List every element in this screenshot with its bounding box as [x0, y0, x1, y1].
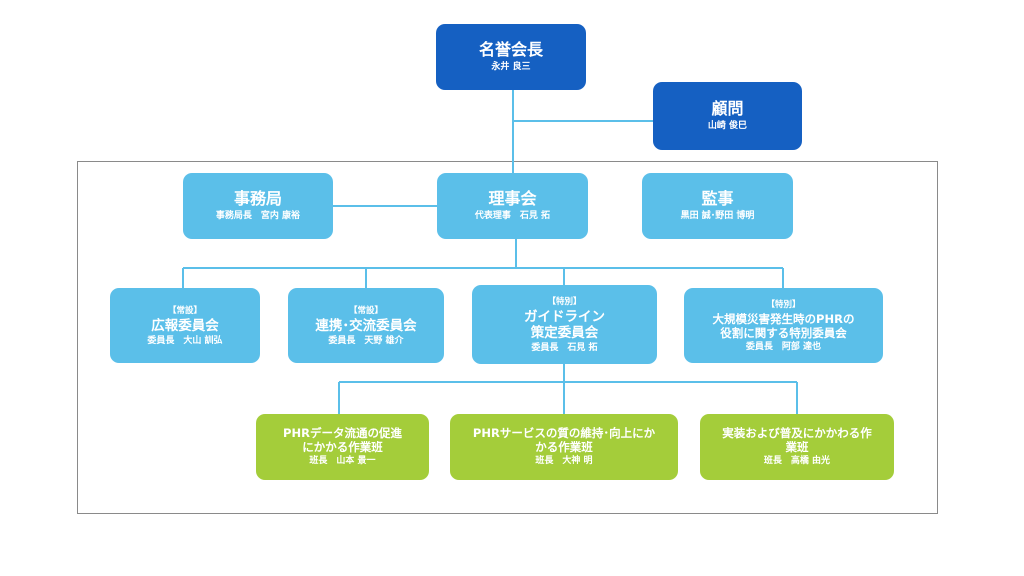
committee-tag: 【特別】	[766, 300, 801, 311]
wg-implementation-box: 実装および普及にかかわる作 業班 班長 高橋 由光	[700, 414, 894, 480]
committee-disaster-box: 【特別】 大規模災害発生時のPHRの 役割に関する特別委員会 委員長 阿部 達也	[684, 288, 883, 363]
auditor-title: 監事	[701, 189, 734, 209]
auditor-box: 監事 黒田 誠･野田 博明	[642, 173, 793, 239]
committee-guideline-box: 【特別】 ガイドライン 策定委員会 委員長 石見 拓	[472, 285, 657, 364]
committee-tag: 【常設】	[348, 305, 383, 316]
board-frame	[77, 161, 938, 514]
committee-title: 連携･交流委員会	[315, 317, 417, 334]
committee-tag: 【常設】	[167, 305, 202, 316]
committee-tag: 【特別】	[547, 297, 582, 308]
committee-title: ガイドライン 策定委員会	[524, 309, 605, 341]
committee-liaison-box: 【常設】 連携･交流委員会 委員長 天野 雄介	[288, 288, 444, 363]
committee-pr-box: 【常設】 広報委員会 委員長 大山 訓弘	[110, 288, 260, 363]
committee-chair: 委員長 天野 雄介	[328, 336, 404, 347]
honorary-chair-box: 名誉会長 永井 良三	[436, 24, 586, 90]
secretariat-box: 事務局 事務局長 宮内 康裕	[183, 173, 333, 239]
committee-chair: 委員長 大山 訓弘	[147, 336, 223, 347]
committee-chair: 委員長 石見 拓	[531, 343, 598, 354]
honorary-chair-title: 名誉会長	[478, 40, 543, 60]
secretariat-name: 事務局長 宮内 康裕	[215, 210, 301, 221]
wg-quality-box: PHRサービスの質の維持･向上にか かる作業班 班長 大神 明	[450, 414, 678, 480]
wg-data-box: PHRデータ流通の促進 にかかる作業班 班長 山本 景一	[256, 414, 429, 480]
wg-leader: 班長 高橋 由光	[763, 455, 831, 466]
advisor-name: 山崎 俊巳	[707, 120, 748, 131]
wg-leader: 班長 大神 明	[535, 455, 593, 466]
wg-title: PHRサービスの質の維持･向上にか かる作業班	[472, 426, 656, 454]
board-title: 理事会	[488, 189, 537, 209]
secretariat-title: 事務局	[233, 189, 282, 209]
board-name: 代表理事 石見 拓	[474, 210, 551, 221]
committee-title: 大規模災害発生時のPHRの 役割に関する特別委員会	[712, 312, 855, 340]
advisor-title: 顧問	[711, 99, 744, 119]
wg-title: PHRデータ流通の促進 にかかる作業班	[283, 426, 402, 454]
committee-chair: 委員長 阿部 達也	[745, 341, 822, 352]
committee-title: 広報委員会	[151, 317, 219, 334]
auditor-name: 黒田 誠･野田 博明	[680, 210, 755, 221]
wg-title: 実装および普及にかかわる作 業班	[722, 426, 872, 454]
honorary-chair-name: 永井 良三	[491, 61, 531, 72]
advisor-box: 顧問 山崎 俊巳	[653, 82, 802, 150]
board-box: 理事会 代表理事 石見 拓	[437, 173, 588, 239]
wg-leader: 班長 山本 景一	[309, 455, 376, 466]
